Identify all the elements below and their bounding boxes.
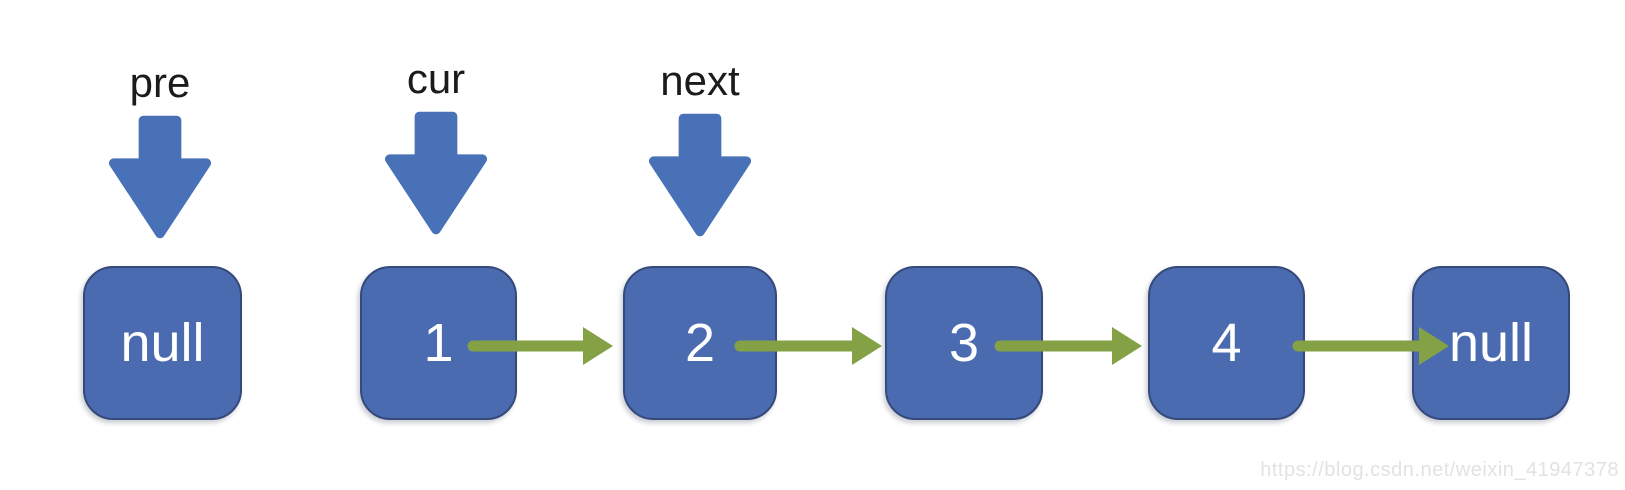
pointer-next: next	[625, 57, 775, 238]
node-value: 3	[948, 313, 980, 373]
node-value: 2	[684, 313, 716, 373]
down-arrow-icon	[384, 111, 488, 235]
node-value: 1	[423, 313, 454, 373]
down-arrow-icon	[648, 113, 752, 237]
node-4: 4	[1148, 266, 1305, 420]
pointer-pre: pre	[85, 59, 235, 240]
pointer-cur: cur	[361, 55, 511, 236]
node-value: null	[1448, 313, 1534, 373]
node-null-tail: null	[1412, 266, 1570, 420]
down-arrow-icon	[108, 115, 212, 239]
node-3: 3	[885, 266, 1043, 420]
watermark: https://blog.csdn.net/weixin_41947378	[1260, 459, 1619, 481]
node-value: null	[120, 313, 205, 373]
pointer-cur-label: cur	[406, 55, 466, 102]
pointer-pre-label: pre	[129, 59, 191, 106]
node-1: 1	[360, 266, 517, 420]
node-null-head: null	[83, 266, 242, 420]
pointer-next-label: next	[660, 57, 740, 104]
node-2: 2	[623, 266, 777, 420]
node-value: 4	[1211, 313, 1242, 373]
